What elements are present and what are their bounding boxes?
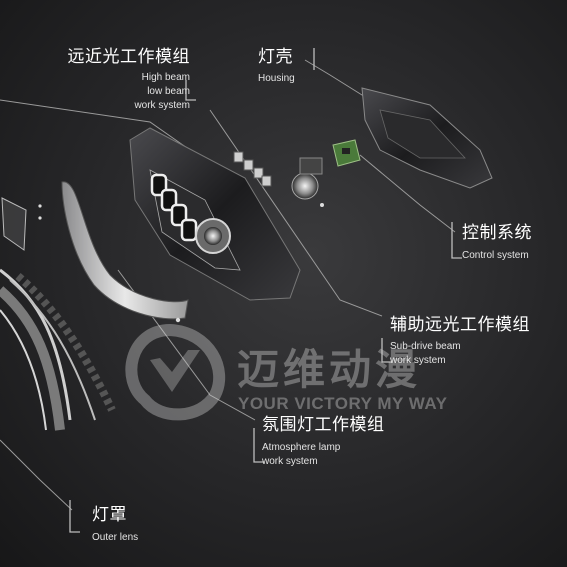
callout-title: 远近光工作模组 — [67, 47, 190, 67]
callout-housing: 灯壳 Housing — [258, 42, 295, 86]
callout-title: 氛围灯工作模组 — [262, 415, 385, 435]
leader-line-control — [359, 154, 456, 233]
callout-atmosphere: 氛围灯工作模组 Atmosphere lamp work system — [262, 410, 385, 469]
high-low-beam-module — [129, 127, 301, 301]
callout-subtitle-line: Atmosphere lamp — [262, 442, 341, 453]
brand-watermark-cn: 迈维动漫 — [237, 345, 422, 394]
callout-subtitle-line: work system — [390, 355, 446, 366]
callout-subtitle-line: Control system — [462, 250, 529, 261]
brand-logo-mark — [125, 323, 226, 421]
leader-line-outer-lens — [0, 439, 73, 511]
leader-lines — [0, 59, 456, 511]
label-brackets — [69, 48, 462, 533]
callout-subtitle-line: Outer lens — [92, 532, 139, 543]
leader-line-housing — [304, 59, 371, 101]
housing-shell — [361, 87, 493, 189]
callout-sub-drive: 辅助远光工作模组 Sub-drive beam work system — [390, 310, 530, 368]
outer-lens-strips — [0, 268, 116, 431]
leader-line-sub-drive — [209, 109, 383, 317]
callout-title: 灯罩 — [92, 505, 127, 525]
leader-line-high-low-beam — [0, 99, 191, 151]
callout-title: 灯壳 — [258, 47, 293, 67]
callout-subtitle-line: work system — [262, 456, 318, 467]
callout-title: 辅助远光工作模组 — [390, 315, 530, 335]
callout-subtitle-line: work system — [134, 100, 190, 111]
control-pcb — [332, 139, 361, 167]
callout-high-low-beam: 远近光工作模组 High beam low beam work system — [68, 42, 191, 113]
callout-outer-lens: 灯罩 Outer lens — [92, 500, 138, 545]
callout-title: 控制系统 — [462, 223, 532, 243]
callout-subtitle-line: High beam — [141, 72, 190, 83]
atmosphere-light-guide — [61, 181, 189, 320]
brand-watermark-slogan: YOUR VICTORY MY WAY — [238, 394, 448, 413]
callout-subtitle-line: Sub-drive beam — [390, 341, 461, 352]
small-lens-piece — [1, 197, 27, 251]
callout-control: 控制系统 Control system — [462, 218, 532, 263]
sub-drive-beam-parts — [233, 151, 324, 207]
callout-subtitle-line: Housing — [258, 73, 295, 84]
callout-subtitle-line: low beam — [147, 86, 190, 97]
